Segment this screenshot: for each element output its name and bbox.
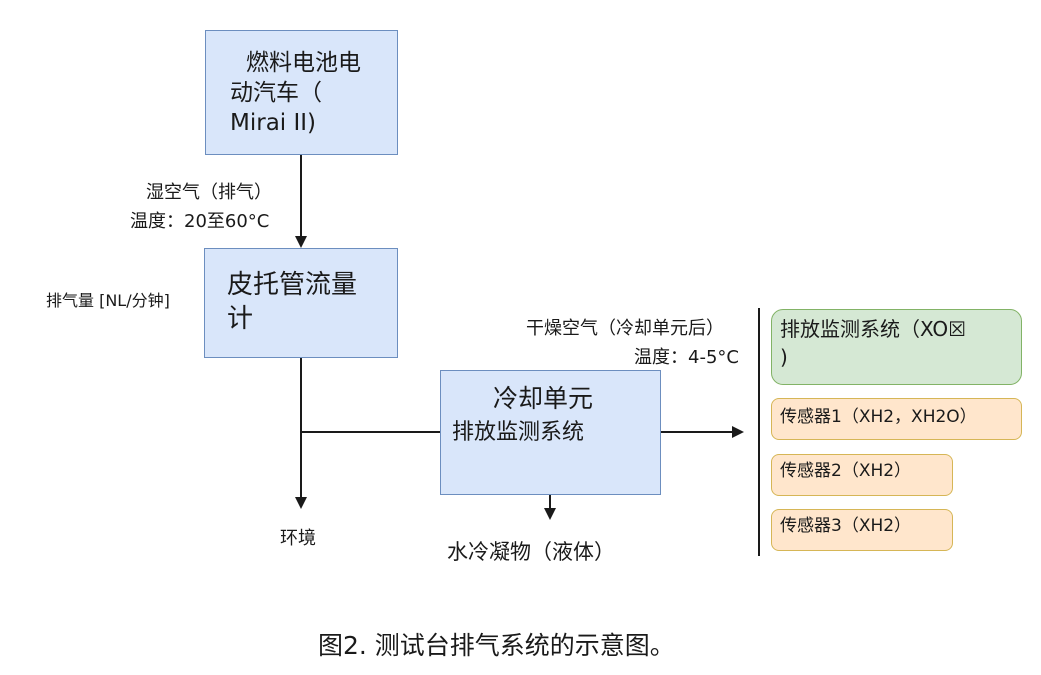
sensor-3-label: 传感器3（XH2）	[780, 516, 912, 536]
sensor-1-node: 传感器1（XH2，XH2O）	[771, 398, 1022, 440]
flowmeter-to-environment-line	[300, 358, 302, 498]
vehicle-node: 燃料电池电 动汽车（ Mirai II)	[205, 30, 398, 155]
sensor-3-node: 传感器3（XH2）	[771, 509, 953, 551]
cooling-unit-node: 冷却单元 排放监测系统	[440, 370, 661, 495]
sensor-2-label: 传感器2（XH2）	[780, 461, 912, 481]
monitoring-bracket-line	[758, 308, 760, 556]
dry-air-temp-label: 温度：4-5°C	[634, 347, 739, 368]
vehicle-label-line2: 动汽车（	[230, 80, 322, 106]
flowmeter-label-line1: 皮托管流量	[227, 270, 358, 300]
emission-system-label-line2: )	[780, 345, 788, 369]
environment-arrowhead	[295, 497, 307, 509]
wet-air-label: 湿空气（排气）	[146, 182, 272, 203]
environment-label: 环境	[280, 528, 316, 549]
exhaust-flow-label: 排气量 [NL/分钟]	[46, 291, 170, 310]
figure-caption: 图2. 测试台排气系统的示意图。	[318, 631, 675, 660]
cooling-unit-label: 冷却单元	[493, 384, 594, 413]
vehicle-to-flowmeter-arrowhead	[295, 236, 307, 248]
condensate-arrowhead	[544, 508, 556, 520]
cooling-to-condensate-line	[549, 495, 551, 509]
wet-air-temp-label: 温度：20至60°C	[130, 211, 270, 232]
emission-monitoring-system-node: 排放监测系统（XO☒ )	[771, 309, 1022, 385]
dry-air-label: 干燥空气（冷却单元后）	[526, 318, 724, 339]
flowmeter-node: 皮托管流量 计	[204, 248, 398, 358]
cooling-to-monitoring-arrowhead	[732, 426, 744, 438]
cooling-unit-sublabel: 排放监测系统	[452, 420, 585, 445]
branch-to-cooling-line	[300, 431, 440, 433]
flowmeter-label-line2: 计	[227, 304, 254, 334]
sensor-2-node: 传感器2（XH2）	[771, 454, 953, 496]
emission-system-label-line1: 排放监测系统（XO☒	[780, 317, 967, 341]
condensate-label: 水冷凝物（液体）	[447, 540, 615, 564]
sensor-1-label: 传感器1（XH2，XH2O）	[780, 407, 977, 427]
vehicle-label-line1: 燃料电池电	[246, 50, 361, 76]
vehicle-to-flowmeter-line	[300, 155, 302, 237]
vehicle-label-line3: Mirai II)	[230, 110, 317, 136]
cooling-to-monitoring-line	[661, 431, 733, 433]
